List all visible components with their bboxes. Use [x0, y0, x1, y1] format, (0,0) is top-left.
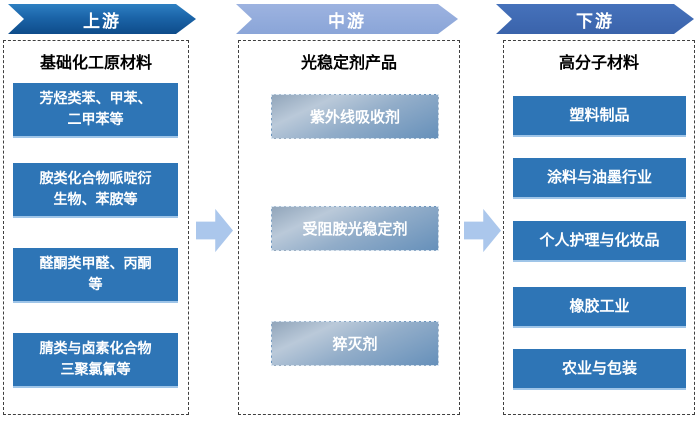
- banner-midstream-label: 中游: [328, 11, 366, 32]
- downstream-item-rubber: 橡胶工业: [513, 287, 686, 328]
- right-arrow-icon: [196, 208, 233, 253]
- midstream-item-hals: 受阻胺光稳定剂: [271, 206, 439, 251]
- midstream-item-uv-absorber: 紫外线吸收剂: [271, 94, 439, 139]
- upstream-item-aromatics: 芳烃类苯、甲苯、 二甲苯等: [13, 83, 178, 138]
- banner-downstream-label: 下游: [576, 11, 614, 32]
- banner-downstream: 下游: [496, 4, 694, 34]
- upstream-item-amines: 胺类化合物哌啶衍 生物、苯胺等: [13, 163, 178, 218]
- downstream-item-plastics: 塑料制品: [513, 96, 686, 137]
- column-upstream: 基础化工原材料 芳烃类苯、甲苯、 二甲苯等 胺类化合物哌啶衍 生物、苯胺等 醛酮…: [3, 40, 189, 415]
- banner-upstream: 上游: [8, 4, 196, 34]
- downstream-item-coatings: 涂料与油墨行业: [513, 158, 686, 199]
- banner-upstream-label: 上游: [83, 11, 121, 32]
- column-downstream: 高分子材料 塑料制品 涂料与油墨行业 个人护理与化妆品 橡胶工业 农业与包装: [503, 40, 695, 415]
- downstream-item-cosmetics: 个人护理与化妆品: [513, 221, 686, 262]
- column-upstream-title: 基础化工原材料: [39, 53, 152, 72]
- column-downstream-title: 高分子材料: [558, 53, 639, 72]
- banner-midstream: 中游: [236, 4, 458, 34]
- right-arrow-icon: [464, 208, 501, 253]
- upstream-item-aldehydes: 醛酮类甲醛、丙酮 等: [13, 248, 178, 303]
- column-midstream-title: 光稳定剂产品: [300, 53, 397, 72]
- downstream-item-agriculture: 农业与包装: [513, 349, 686, 390]
- midstream-item-quencher: 猝灭剂: [271, 321, 439, 366]
- upstream-item-nitriles: 腈类与卤素化合物 三聚氯氰等: [13, 333, 178, 388]
- column-midstream: 光稳定剂产品 紫外线吸收剂 受阻胺光稳定剂 猝灭剂: [238, 40, 460, 415]
